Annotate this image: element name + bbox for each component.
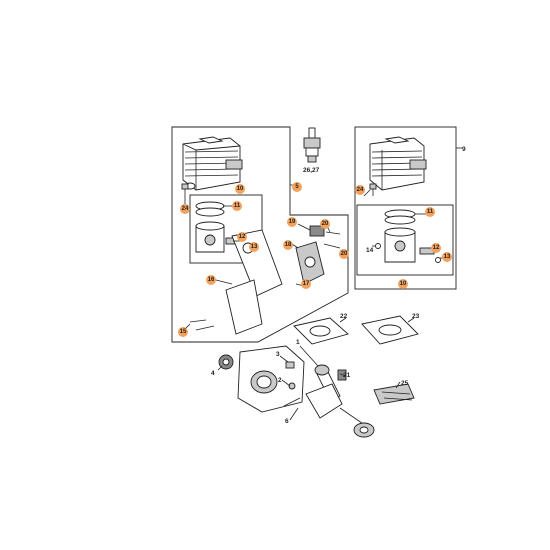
badge-24-left: 24 xyxy=(180,204,190,214)
badge-11-right: 11 xyxy=(425,207,435,217)
circlip-right xyxy=(435,257,441,263)
crankcase xyxy=(237,345,305,413)
svg-text:11: 11 xyxy=(427,209,434,215)
spark-plug xyxy=(303,127,321,163)
callout-3: 3 xyxy=(276,351,280,358)
badge-12-right: 12 xyxy=(431,243,441,253)
badge-18: 18 xyxy=(283,240,293,250)
callout-2: 2 xyxy=(278,377,282,384)
bearing-right xyxy=(353,422,375,438)
badge-17: 17 xyxy=(301,279,311,289)
svg-text:17: 17 xyxy=(303,281,310,287)
svg-text:10: 10 xyxy=(400,281,407,287)
svg-text:11: 11 xyxy=(234,203,241,209)
cylinder-right xyxy=(369,136,427,191)
svg-text:13: 13 xyxy=(251,244,258,250)
badge-10-left: 10 xyxy=(235,184,245,194)
svg-text:24: 24 xyxy=(357,187,364,193)
callout-6: 6 xyxy=(285,418,289,425)
badge-13-right: 13 xyxy=(442,252,452,262)
svg-text:10: 10 xyxy=(237,186,244,192)
intake-flange-18 xyxy=(295,241,325,285)
circlip-14 xyxy=(375,243,381,249)
callout-26-27: 26,27 xyxy=(303,167,320,174)
badge-19: 19 xyxy=(287,217,297,227)
svg-text:12: 12 xyxy=(239,234,246,240)
piston-rings-right xyxy=(384,209,416,225)
badge-24-right: 24 xyxy=(355,185,365,195)
seal-4 xyxy=(218,354,234,370)
piston-right xyxy=(384,227,416,263)
badge-12-left: 12 xyxy=(237,232,247,242)
alt-cylinder-frame xyxy=(354,126,457,290)
svg-text:18: 18 xyxy=(285,242,292,248)
screws-15 xyxy=(189,319,215,331)
badge-13-left: 13 xyxy=(249,242,259,252)
svg-text:12: 12 xyxy=(433,245,440,251)
callout-1: 1 xyxy=(296,339,300,346)
callout-22: 22 xyxy=(340,313,348,320)
part-2 xyxy=(288,382,296,390)
bolt-24-right xyxy=(369,183,377,196)
badge-15: 15 xyxy=(178,327,188,337)
svg-text:16: 16 xyxy=(208,277,215,283)
badge-10-right: 10 xyxy=(398,279,408,289)
gasket-23 xyxy=(361,315,419,345)
badge-20b: 20 xyxy=(339,249,349,259)
part-25 xyxy=(373,383,415,405)
svg-text:15: 15 xyxy=(180,329,187,335)
svg-text:19: 19 xyxy=(289,219,296,225)
cylinder-left xyxy=(182,136,243,191)
bearing-3 xyxy=(285,361,295,369)
gasket-22 xyxy=(293,317,349,345)
callout-4: 4 xyxy=(211,370,215,377)
svg-text:20: 20 xyxy=(322,221,329,227)
clip-19 xyxy=(309,225,325,237)
badge-5: 5 xyxy=(292,182,302,192)
svg-text:13: 13 xyxy=(444,254,451,260)
svg-text:5: 5 xyxy=(295,184,299,190)
callout-14: 14 xyxy=(366,247,374,254)
badge-16: 16 xyxy=(206,275,216,285)
piston-rings-left xyxy=(195,201,225,217)
callout-23: 23 xyxy=(412,313,420,320)
callout-21: 21 xyxy=(343,372,351,379)
bolt-24-left xyxy=(181,183,189,202)
callout-25: 25 xyxy=(401,380,409,387)
heat-shield-17 xyxy=(225,279,263,335)
svg-text:20: 20 xyxy=(341,251,348,257)
piston-kit-frame-left xyxy=(189,194,263,264)
screws-20 xyxy=(323,231,341,249)
piston-kit-frame-right xyxy=(356,204,454,276)
svg-text:24: 24 xyxy=(182,206,189,212)
callout-9: 9 xyxy=(462,146,466,153)
badge-11-left: 11 xyxy=(232,201,242,211)
piston-left xyxy=(195,221,225,253)
badge-20a: 20 xyxy=(320,219,330,229)
